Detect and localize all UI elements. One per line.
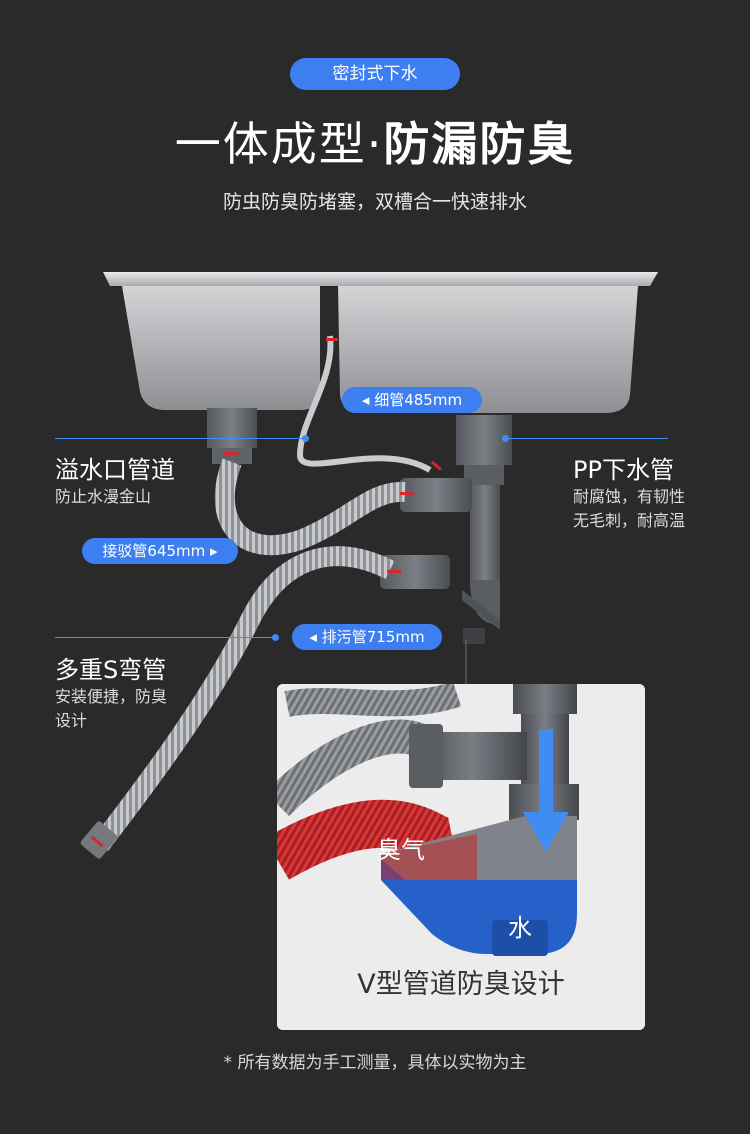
sewage-pipe-label: ◂ 排污管715mm <box>292 624 442 650</box>
header-badge: 密封式下水 <box>290 58 460 90</box>
pp-pipe-title: PP下水管 <box>573 456 674 484</box>
guide-line-overflow <box>55 438 305 439</box>
s-bend-callout: 多重S弯管 安装便捷，防臭 设计 <box>55 650 167 733</box>
pp-pipe-desc-1: 耐腐蚀，有韧性 <box>573 487 686 506</box>
water-label: 水 <box>508 914 532 942</box>
s-bend-desc-2: 设计 <box>55 711 88 730</box>
page-title: 一体成型·防漏防臭 <box>0 108 750 174</box>
pp-pipe-callout: PP下水管 耐腐蚀，有韧性 无毛刺，耐高温 <box>573 450 685 533</box>
v-trap-inset: 臭气 水 V型管道防臭设计 <box>277 684 645 1030</box>
guide-dot-overflow <box>302 435 309 442</box>
overflow-callout: 溢水口管道 防止水漫金山 <box>55 450 175 509</box>
guide-line-pp <box>505 438 668 439</box>
footnote: * 所有数据为手工测量，具体以实物为主 <box>223 1053 527 1073</box>
overflow-desc: 防止水漫金山 <box>55 487 152 506</box>
guide-line-s-bend <box>55 637 275 638</box>
v-trap-illustration <box>277 684 645 1030</box>
inset-caption: V型管道防臭设计 <box>357 969 565 1000</box>
title-bold: 防漏防臭 <box>383 117 576 171</box>
guide-dot-pp <box>502 435 509 442</box>
odor-label: 臭气 <box>377 836 425 864</box>
overflow-title: 溢水口管道 <box>55 456 175 484</box>
pp-pipe-desc-2: 无毛刺，耐高温 <box>573 511 686 530</box>
thin-pipe-label: ◂ 细管485mm <box>342 387 482 413</box>
page-subtitle: 防虫防臭防堵塞，双槽合一快速排水 <box>222 191 527 213</box>
guide-dot-s-bend <box>272 634 279 641</box>
title-light: 一体成型· <box>174 117 384 171</box>
connector-pipe-label: 接驳管645mm ▸ <box>82 538 238 564</box>
s-bend-title: 多重S弯管 <box>55 656 167 684</box>
s-bend-desc-1: 安装便捷，防臭 <box>55 687 168 706</box>
